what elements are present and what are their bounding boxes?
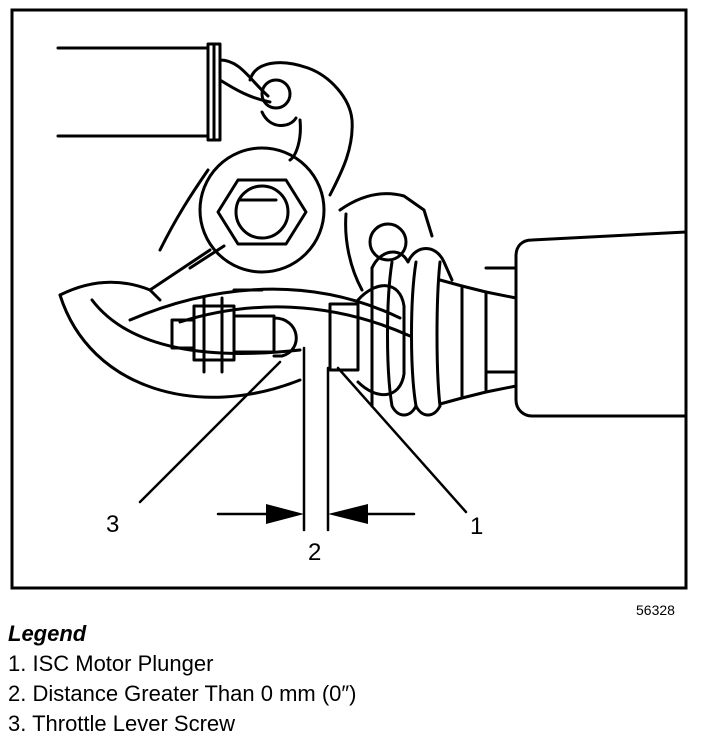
legend-item: 3. Throttle Lever Screw (8, 711, 236, 736)
legend-item: 1. ISC Motor Plunger (8, 651, 214, 676)
isc-motor-plunger (328, 192, 434, 397)
legend: Legend 1. ISC Motor Plunger 2. Distance … (8, 620, 698, 739)
isc-motor-body (484, 230, 688, 418)
figure-id: 56328 (636, 602, 675, 618)
legend-title: Legend (8, 621, 87, 646)
throttle-cable (56, 42, 272, 142)
callout-2: 2 (308, 539, 321, 566)
callout-leaders (138, 346, 468, 532)
legend-item: 2. Distance Greater Than 0 mm (0″) (8, 681, 357, 706)
dimension-arrow-right (328, 504, 368, 524)
callout-1: 1 (470, 513, 483, 540)
throttle-lever-screw (170, 288, 298, 374)
isc-adjustment-diagram: 3 2 1 (10, 8, 688, 590)
callout-3: 3 (106, 511, 119, 538)
isc-boot (370, 247, 518, 417)
dimension-arrow-left (266, 504, 304, 524)
diagram-border (10, 8, 688, 590)
